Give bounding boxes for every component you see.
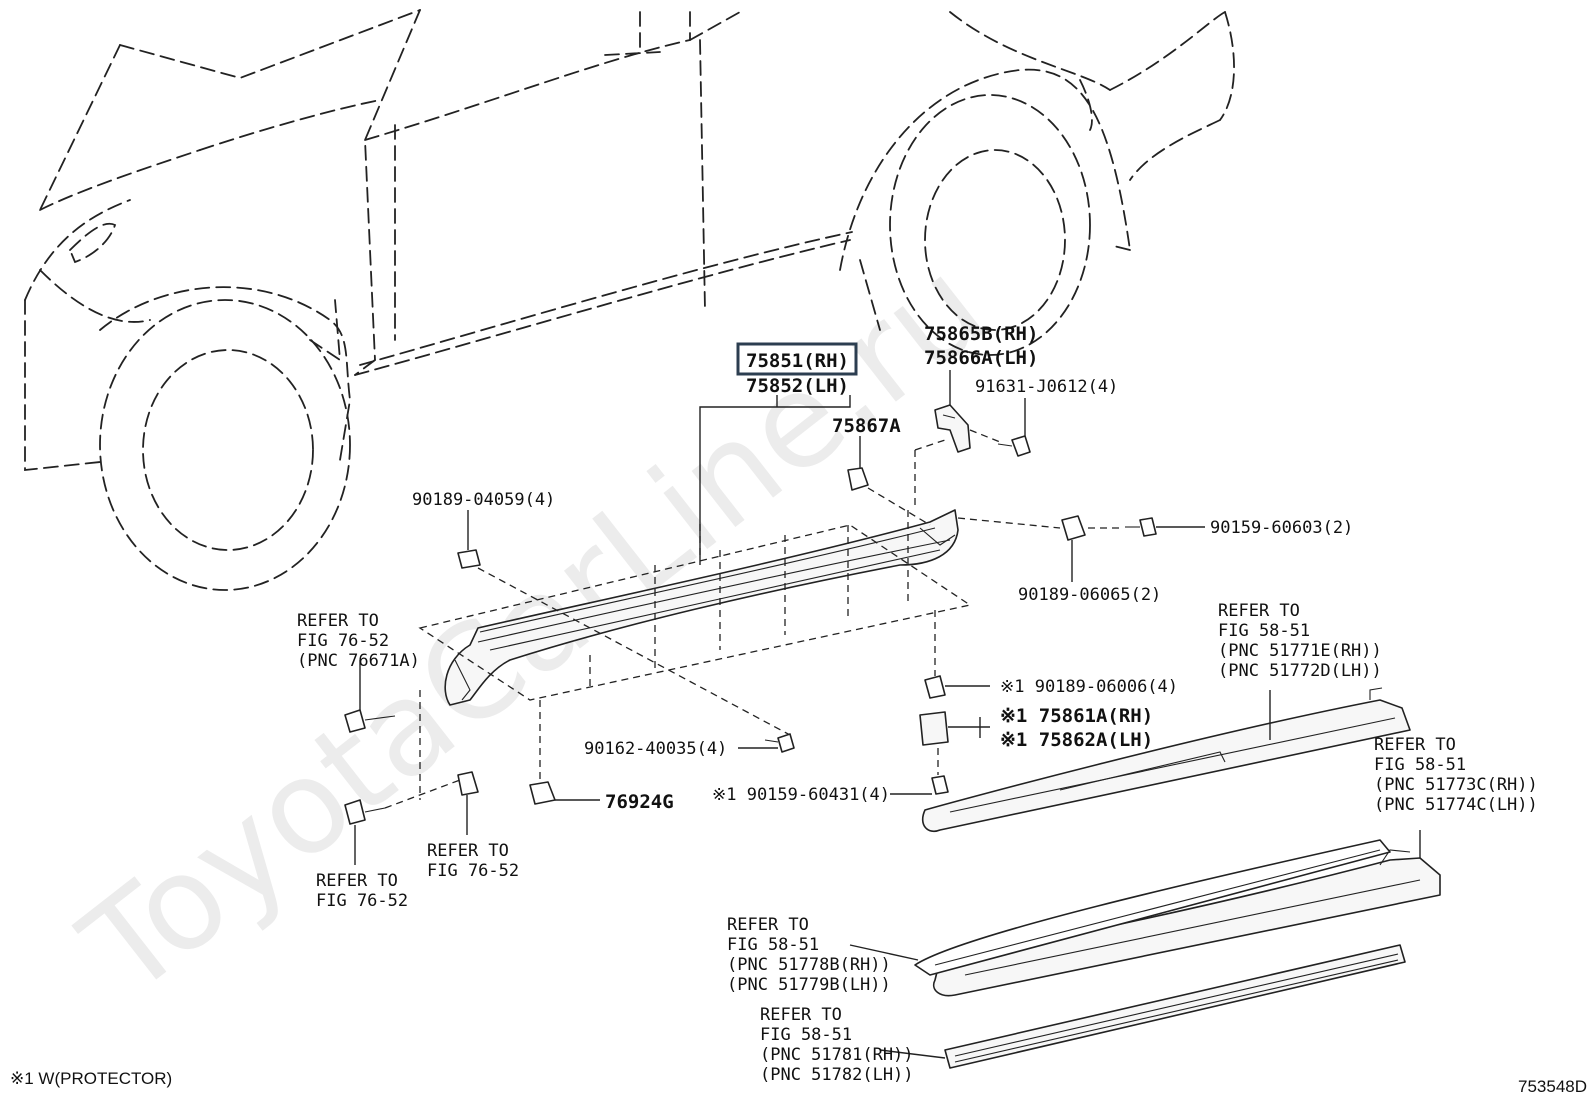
- nut-76924g: [529, 700, 600, 805]
- label-75861a: ※1 75861A(RH): [1000, 705, 1153, 727]
- ref-line: FIG 58-51: [760, 1025, 852, 1045]
- ref-line: (PNC 51782(LH)): [760, 1065, 914, 1085]
- label-75867a: 75867A: [832, 415, 901, 437]
- bracket-75865b: [934, 370, 971, 453]
- label-ref7652b: REFER TO FIG 76-52: [427, 841, 519, 881]
- footnote: ※1 W(PROTECTOR): [10, 1069, 172, 1088]
- ref-line: (PNC 51779B(LH)): [727, 975, 891, 995]
- label-ref5851a: REFER TO FIG 58-51 (PNC 51771E(RH)) (PNC…: [1218, 601, 1382, 681]
- front-clip-b: [457, 771, 479, 835]
- clip-75867a: [847, 436, 946, 526]
- label-ref5851b: REFER TO FIG 58-51 (PNC 51773C(RH)) (PNC…: [1374, 735, 1538, 815]
- ref-line: FIG 58-51: [1218, 621, 1310, 641]
- label-ref5851d: REFER TO FIG 58-51 (PNC 51781(RH)) (PNC …: [760, 1005, 914, 1085]
- label-75865b: 75865B(RH): [924, 323, 1038, 345]
- protector-75861a: [919, 711, 990, 746]
- ref-line: FIG 58-51: [1374, 755, 1466, 775]
- clip-90189-06065: [957, 515, 1086, 582]
- highlight-box: [736, 342, 858, 376]
- ref-line: FIG 76-52: [297, 631, 389, 651]
- label-90189-04059: 90189-04059(4): [412, 490, 555, 510]
- vehicle-outline: [24, 9, 1235, 591]
- label-90159-60431: ※1 90159-60431(4): [712, 785, 890, 805]
- ref-line: (PNC 51781(RH)): [760, 1045, 914, 1065]
- label-75866a: 75866A(LH): [924, 347, 1038, 369]
- ref-line: (PNC 51774C(LH)): [1374, 795, 1538, 815]
- figure-id: 753548D: [1518, 1077, 1587, 1096]
- ref-line: FIG 58-51: [727, 935, 819, 955]
- ref-line: FIG 76-52: [316, 891, 408, 911]
- ref-line: (PNC 51773C(RH)): [1374, 775, 1538, 795]
- label-75862a: ※1 75862A(LH): [1000, 729, 1153, 751]
- ref-line: REFER TO: [1218, 601, 1300, 621]
- ref-line: REFER TO: [297, 611, 379, 631]
- screw-90162-40035: [738, 733, 795, 753]
- ref-line: REFER TO: [427, 841, 509, 861]
- running-board-51771e: [921, 687, 1411, 832]
- ref-line: REFER TO: [727, 915, 809, 935]
- rocker-molding-75851: [444, 509, 959, 706]
- ref-line: REFER TO: [316, 871, 398, 891]
- running-board-51781: [879, 944, 1406, 1069]
- leader-75851: [699, 395, 851, 565]
- label-76924g: 76924G: [605, 791, 674, 813]
- molding-projection-box: [418, 510, 972, 701]
- label-90159-60603: 90159-60603(2): [1210, 518, 1353, 538]
- screw-91631: [969, 398, 1031, 457]
- screw-90159-60431: [890, 748, 949, 795]
- clip-90189-06006: [924, 610, 990, 699]
- label-75851: 75851(RH): [746, 350, 849, 372]
- clip-90189-04059: [457, 510, 791, 736]
- running-board-51778b: [849, 839, 1391, 976]
- ref-line: (PNC 76671A): [297, 651, 420, 671]
- label-90189-06065: 90189-06065(2): [1018, 585, 1161, 605]
- ref-line: REFER TO: [1374, 735, 1456, 755]
- label-90189-06006: ※1 90189-06006(4): [1000, 677, 1178, 697]
- label-ref7652a: REFER TO FIG 76-52 (PNC 76671A): [297, 611, 420, 671]
- label-90162-40035: 90162-40035(4): [584, 739, 727, 759]
- ref-line: REFER TO: [760, 1005, 842, 1025]
- ref-line: FIG 76-52: [427, 861, 519, 881]
- ref-line: (PNC 51778B(RH)): [727, 955, 891, 975]
- ref-line: (PNC 51771E(RH)): [1218, 641, 1382, 661]
- front-clip-refer-7652: [344, 660, 421, 800]
- label-75852: 75852(LH): [746, 375, 849, 397]
- label-ref5851c: REFER TO FIG 58-51 (PNC 51778B(RH)) (PNC…: [727, 915, 891, 995]
- label-91631: 91631-J0612(4): [975, 377, 1118, 397]
- screw-90159-60603: [1088, 517, 1205, 537]
- label-ref7652c: REFER TO FIG 76-52: [316, 871, 408, 911]
- front-clip-a: [344, 779, 461, 865]
- ref-line: (PNC 51772D(LH)): [1218, 661, 1382, 681]
